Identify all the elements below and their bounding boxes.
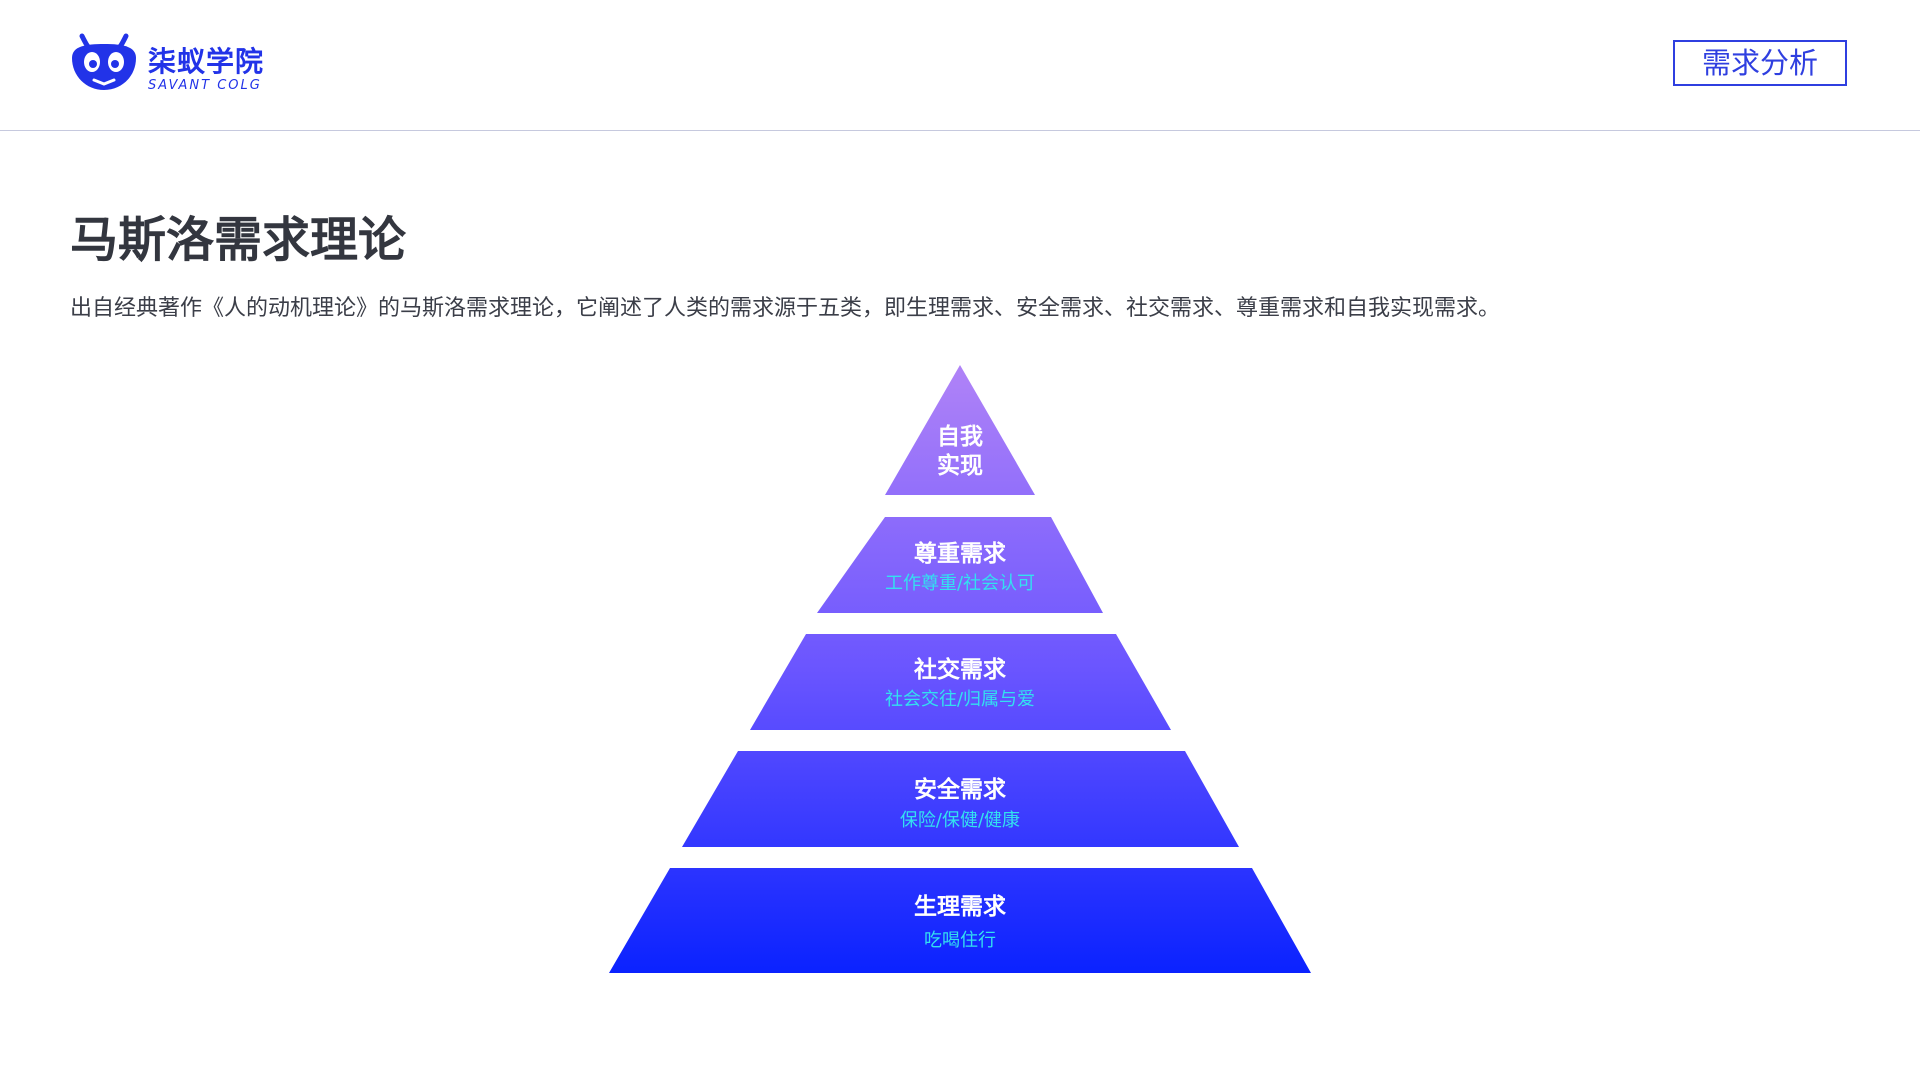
logo-subtitle: SAVANT COLG [148,78,262,93]
pyramid-level-title: 社交需求 [914,656,1006,683]
pyramid-level-title: 安全需求 [914,776,1006,803]
pyramid-level-subtitle: 工作尊重/社会认可 [885,573,1035,594]
pyramid-level-self-actualization: 自我 实现 [885,365,1035,495]
section-tag: 需求分析 [1673,40,1847,86]
pyramid-level-title: 尊重需求 [914,540,1006,567]
pyramid-level-title: 生理需求 [914,894,1006,920]
pyramid-level-safety: 安全需求 保险/保健/健康 [682,751,1239,847]
ant-head-icon [72,33,136,90]
pyramid-level-shape [682,751,1239,847]
pyramid-level-shape [609,868,1311,973]
logo-name: 柒蚁学院 [148,45,265,78]
pyramid-level-physiological: 生理需求 吃喝住行 [609,868,1311,973]
pyramid-level-title: 自我 [937,423,983,450]
pyramid-level-subtitle: 吃喝住行 [924,930,996,951]
pyramid-level-subtitle: 社会交往/归属与爱 [885,689,1035,710]
pyramid-level-social: 社交需求 社会交往/归属与爱 [750,634,1171,730]
pyramid-level-title-line2: 实现 [937,452,983,479]
header: 柒蚁学院 SAVANT COLG 需求分析 [0,0,1920,131]
pyramid-level-shape [750,634,1171,730]
pyramid-level-esteem: 尊重需求 工作尊重/社会认可 [817,517,1103,613]
pyramid-level-shape [817,517,1103,613]
pyramid-level-shape [885,365,1035,495]
pyramid-level-subtitle: 保险/保健/健康 [900,810,1020,831]
page-title: 马斯洛需求理论 [70,212,407,268]
logo: 柒蚁学院 SAVANT COLG [68,32,288,98]
page-description: 出自经典著作《人的动机理论》的马斯洛需求理论，它阐述了人类的需求源于五类，即生理… [70,296,1501,321]
